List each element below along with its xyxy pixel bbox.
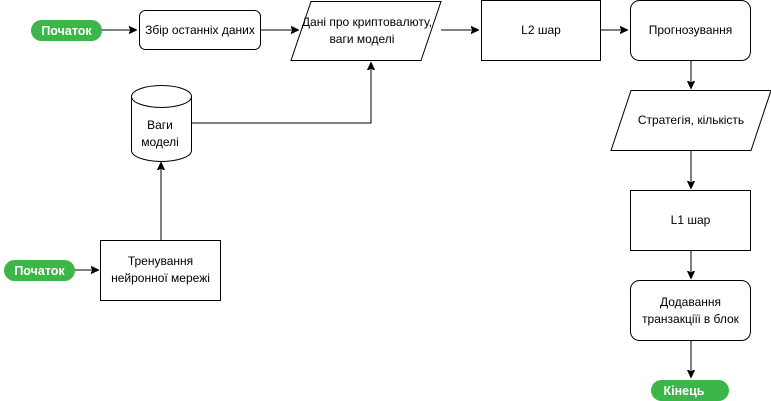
datastore-model-weights: Ваги моделі bbox=[131, 85, 192, 162]
start-terminal-top-label: Початок bbox=[41, 24, 92, 38]
process-add-transactions-label-line1: Додавання bbox=[660, 295, 721, 309]
process-l2-layer: L2 шар bbox=[481, 0, 601, 61]
process-forecasting-label: Прогнозування bbox=[649, 23, 733, 37]
datastore-model-weights-label-line2: моделі bbox=[141, 135, 179, 149]
datastore-model-weights-label-line1: Ваги bbox=[147, 118, 173, 132]
data-crypto-weights-shape bbox=[290, 0, 442, 61]
process-l1-layer-shape bbox=[630, 190, 751, 251]
datastore-model-weights-shape bbox=[131, 85, 192, 162]
process-training-shape bbox=[100, 240, 221, 301]
process-training: Тренування нейронної мережі bbox=[100, 240, 221, 301]
process-l1-layer-label: L1 шар bbox=[671, 213, 711, 227]
process-l2-layer-shape bbox=[481, 0, 601, 61]
start-terminal-bottom-shape bbox=[4, 260, 75, 281]
edges bbox=[75, 30, 691, 377]
start-terminal-bottom-label: Початок bbox=[14, 264, 65, 278]
start-terminal-bottom: Початок bbox=[4, 260, 75, 281]
process-training-label-line1: Тренування bbox=[128, 254, 193, 268]
data-strategy: Стратегія, кількість bbox=[610, 90, 771, 151]
data-crypto-weights-label-line1: Дані про криптовалюту, bbox=[302, 15, 432, 29]
start-terminal-top: Початок bbox=[31, 20, 102, 41]
data-crypto-weights: Дані про криптовалюту, ваги моделі bbox=[290, 0, 442, 61]
process-collect-data-label: Збір останніх даних bbox=[145, 23, 255, 37]
process-forecasting: Прогнозування bbox=[630, 0, 751, 61]
start-terminal-top-shape bbox=[31, 20, 102, 41]
process-forecasting-shape bbox=[630, 0, 751, 61]
process-training-label-line2: нейронної мережі bbox=[111, 271, 210, 285]
process-collect-data: Збір останніх даних bbox=[139, 10, 261, 50]
data-crypto-weights-label-line2: ваги моделі bbox=[330, 32, 395, 46]
process-add-transactions: Додавання транзакціїі в блок bbox=[630, 280, 751, 341]
edge-weights-to-crypto bbox=[191, 63, 371, 124]
process-collect-data-shape bbox=[139, 10, 261, 50]
end-terminal-label: Кінець bbox=[664, 384, 705, 398]
end-terminal-shape bbox=[651, 380, 729, 401]
data-strategy-shape bbox=[610, 90, 771, 151]
process-add-transactions-label-line2: транзакціїі в блок bbox=[642, 312, 740, 326]
process-add-transactions-shape bbox=[630, 280, 751, 341]
end-terminal: Кінець bbox=[651, 380, 729, 401]
datastore-model-weights-rim bbox=[131, 96, 192, 108]
process-l2-layer-label: L2 шар bbox=[521, 23, 561, 37]
data-strategy-label: Стратегія, кількість bbox=[638, 113, 744, 127]
process-l1-layer: L1 шар bbox=[630, 190, 751, 251]
